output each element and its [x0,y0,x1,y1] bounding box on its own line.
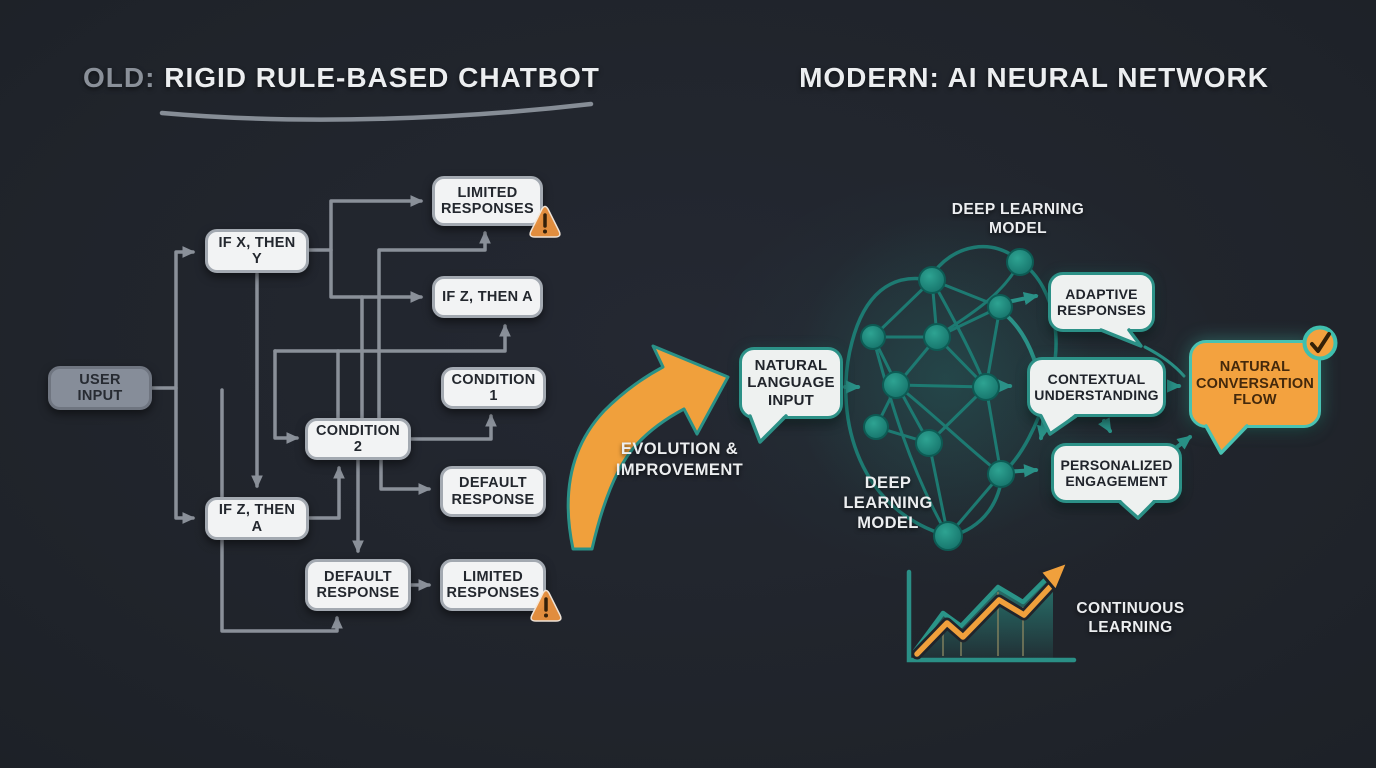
flow-box-user-input: USER INPUT [48,366,152,410]
deep-learning-model-top-label: DEEP LEARNING MODEL [951,201,1085,238]
flow-box-if-x-then-y: IF X, THEN Y [205,229,309,273]
warning-icon [529,205,561,238]
deep-learning-model-side-label: DEEP LEARNING MODEL [843,474,933,532]
evolution-arrow [566,344,730,551]
growth-chart-icon [906,560,1077,663]
flow-box-condition-2: CONDITION 2 [305,418,411,460]
continuous-learning-label: CONTINUOUS LEARNING [1076,600,1185,637]
flow-box-default-response-right: DEFAULT RESPONSE [440,466,546,517]
flow-box-limited-responses-bottom: LIMITED RESPONSES [440,559,546,611]
bubble-natural-conversation-flow: NATURAL CONVERSATION FLOW [1189,340,1321,428]
flow-box-condition-1: CONDITION 1 [441,367,546,409]
warning-icon [530,589,562,622]
right-title: MODERN: AI NEURAL NETWORK [799,62,1269,93]
network-nodes [860,248,1034,551]
neural-network [795,215,1193,551]
check-icon [1302,325,1338,361]
title-underline [159,101,594,122]
left-title-prefix: OLD: [83,62,156,93]
left-title-main: RIGID RULE-BASED CHATBOT [164,62,600,93]
flow-box-default-response-bottom: DEFAULT RESPONSE [305,559,411,611]
bubble-personalized-engagement: PERSONALIZED ENGAGEMENT [1051,443,1182,503]
bubble-contextual-understanding: CONTEXTUAL UNDERSTANDING [1027,357,1166,417]
flow-box-if-z-then-a-bottom: IF Z, THEN A [205,497,309,540]
flow-box-if-z-then-a-top: IF Z, THEN A [432,276,543,318]
left-title: OLD: RIGID RULE-BASED CHATBOT [83,62,600,94]
bubble-natural-language-input: NATURAL LANGUAGE INPUT [739,347,843,419]
evolution-label: EVOLUTION & IMPROVEMENT [615,440,744,479]
bubble-tails [748,328,1249,520]
flow-box-limited-responses-top: LIMITED RESPONSES [432,176,543,226]
